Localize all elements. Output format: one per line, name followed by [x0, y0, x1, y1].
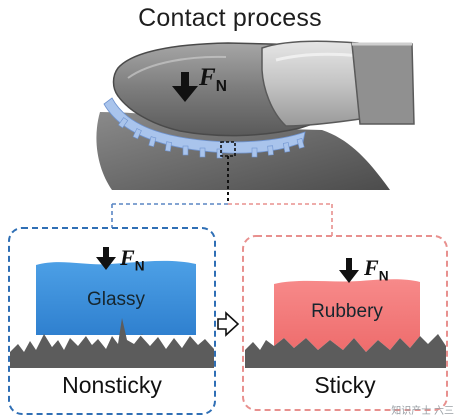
- force-label-left: FN: [120, 245, 145, 274]
- force-arrow-icon: [172, 72, 198, 102]
- diagram-title: Contact process: [138, 4, 322, 32]
- contact-ring-teeth: [118, 117, 305, 159]
- right-force-arrow-icon: [339, 258, 359, 283]
- rubbery-block: [274, 279, 420, 352]
- force-label-main: FN: [199, 64, 227, 95]
- watermark: 知识产士 六三: [391, 406, 454, 417]
- left-panel-border: [8, 227, 216, 415]
- right-panel-border: [242, 235, 448, 411]
- fingernail: [261, 40, 368, 127]
- rubbery-label: Rubbery: [311, 301, 383, 322]
- glassy-label: Glassy: [86, 289, 146, 310]
- right-rough-surface: [245, 334, 446, 368]
- transition-arrow-icon: [217, 311, 240, 337]
- sticky-label: Sticky: [314, 372, 376, 398]
- glassy-block: [36, 260, 196, 335]
- left-force-arrow-icon: [96, 247, 116, 270]
- left-gaps: [46, 335, 186, 348]
- force-label-right: FN: [364, 255, 389, 284]
- left-rough-surface: [10, 318, 214, 368]
- nonsticky-label: Nonsticky: [62, 372, 162, 398]
